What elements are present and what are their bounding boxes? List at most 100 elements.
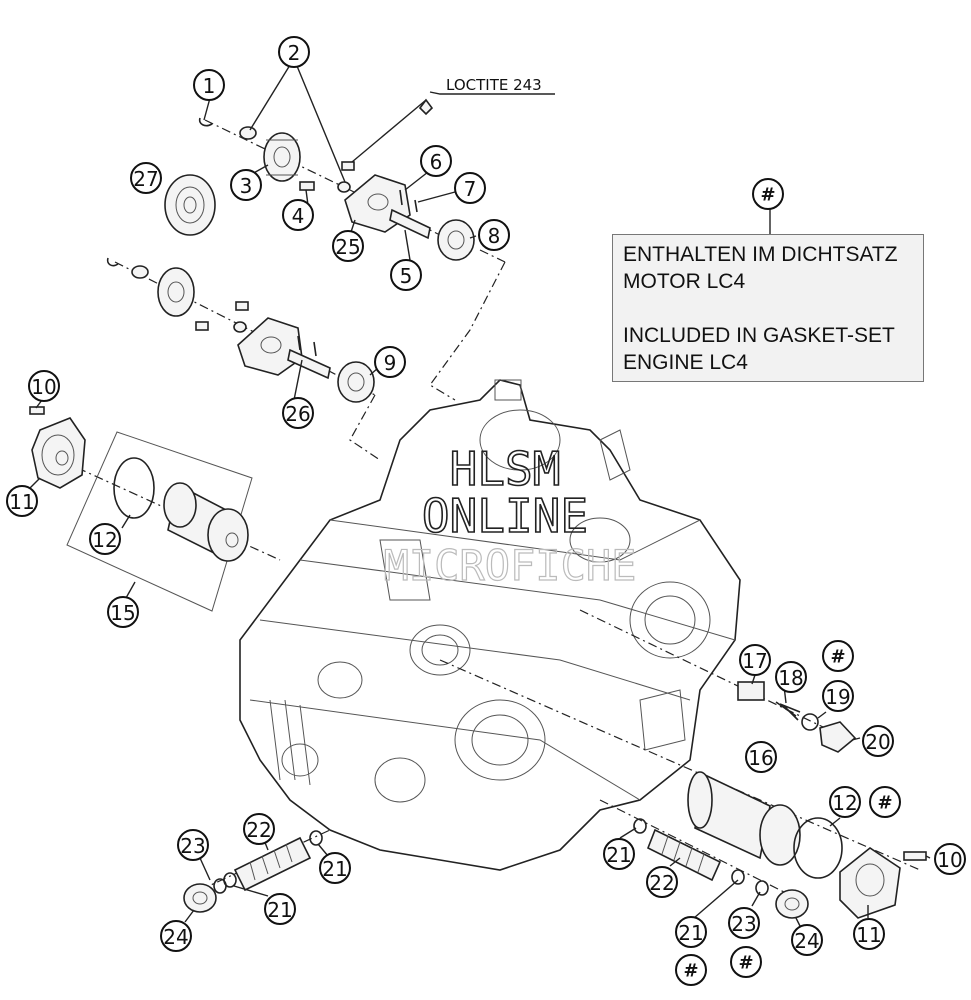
callout-c21a: 21 [319,852,351,884]
callout-label: 25 [335,235,360,259]
callout-label: # [877,793,892,814]
callout-label: # [683,961,698,982]
callout-circle [420,145,452,177]
oil-filter-assembly-right [687,681,927,919]
callout-circle [107,596,139,628]
callout-c25: 25 [332,230,364,262]
callout-label: 21 [606,843,631,867]
callout-label: 5 [400,264,413,288]
callout-circle [332,230,364,262]
callout-label: # [738,953,753,974]
callout-label: 16 [748,746,773,770]
callout-c12b: 12 [829,786,861,818]
callout-label: 27 [133,167,158,191]
watermark-line-1: HLSM [450,442,561,496]
callout-circle [130,162,162,194]
callout-label: 11 [9,490,34,514]
callout-circle [869,786,901,818]
callout-c12a: 12 [89,523,121,555]
callout-label: 22 [246,818,271,842]
callout-circle [478,219,510,251]
callout-label: 1 [203,74,216,98]
callout-circle [822,680,854,712]
callout-label: 21 [678,921,703,945]
callout-c26: 26 [282,397,314,429]
callout-circle [862,725,894,757]
callout-circle [278,36,310,68]
middle-oil-pump-assembly [106,257,375,403]
callout-c22a: 22 [243,813,275,845]
callout-circle [282,199,314,231]
callout-circle [603,838,635,870]
callout-label: 9 [384,351,397,375]
callout-chash19: # [822,640,854,672]
callout-circle [934,843,966,875]
callout-c19: 19 [822,680,854,712]
engine-crankcase [239,379,741,871]
callout-c20: 20 [862,725,894,757]
callout-circle [177,829,209,861]
callout-group: 12345678910111215252627#1718#19201612#10… [6,36,966,986]
callout-label: 8 [488,224,501,248]
callout-c22b: 22 [646,866,678,898]
callout-label: 2 [288,41,301,65]
callout-circle [282,397,314,429]
callout-c10b: 10 [934,843,966,875]
callout-label: 21 [267,898,292,922]
callout-label: 10 [937,848,962,872]
legend-line-1: ENTHALTEN IM DICHTSATZ [623,243,898,266]
callout-c18: 18 [775,661,807,693]
callout-circle [822,640,854,672]
callout-circle [390,259,422,291]
callout-chash12: # [869,786,901,818]
legend-line-3: INCLUDED IN GASKET-SET [623,324,895,347]
callout-c24a: 24 [160,920,192,952]
callout-label: 4 [292,204,305,228]
callout-circle [791,924,823,956]
callout-circle [243,813,275,845]
callout-c6: 6 [420,145,452,177]
callout-c7: 7 [454,172,486,204]
callout-label: 15 [110,601,135,625]
callout-label: 18 [778,666,803,690]
callout-circle [853,918,885,950]
callout-circle [775,661,807,693]
callout-c21c: 21 [603,838,635,870]
callout-label: 6 [430,150,443,174]
callout-label: 3 [240,174,253,198]
callout-label: # [830,647,845,668]
callout-chash-b2: # [730,946,762,978]
callout-label: 12 [92,528,117,552]
callout-chash-top: # [752,178,784,210]
watermark-line-3: MICROFICHE [384,541,637,590]
bottom-oil-screens [183,818,809,919]
callout-circle [264,893,296,925]
callout-c4: 4 [282,199,314,231]
callout-circle [728,907,760,939]
callout-label: 19 [825,685,850,709]
callout-c3: 3 [230,169,262,201]
callout-circle [752,178,784,210]
callout-c23a: 23 [177,829,209,861]
callout-label: 12 [832,791,857,815]
oil-filter-assembly-left [29,406,253,612]
callout-c11b: 11 [853,918,885,950]
legend-spacer [623,295,913,322]
callout-circle [160,920,192,952]
loctite-label: LOCTITE 243 [446,76,542,94]
watermark: HLSM ONLINE MICROFICHE [383,441,637,590]
callout-label: 23 [731,912,756,936]
callout-c11a: 11 [6,485,38,517]
callout-c27: 27 [130,162,162,194]
callout-circle [829,786,861,818]
callout-circle [739,644,771,676]
callout-c15: 15 [107,596,139,628]
legend-line-4: ENGINE LC4 [623,351,748,374]
callout-circle [646,866,678,898]
callout-c5: 5 [390,259,422,291]
callout-label: 21 [322,857,347,881]
callout-chash-b1: # [675,954,707,986]
callout-c2: 2 [278,36,310,68]
gasket-set-legend: ENTHALTEN IM DICHTSATZ MOTOR LC4 INCLUDE… [612,234,924,382]
callout-circle [454,172,486,204]
